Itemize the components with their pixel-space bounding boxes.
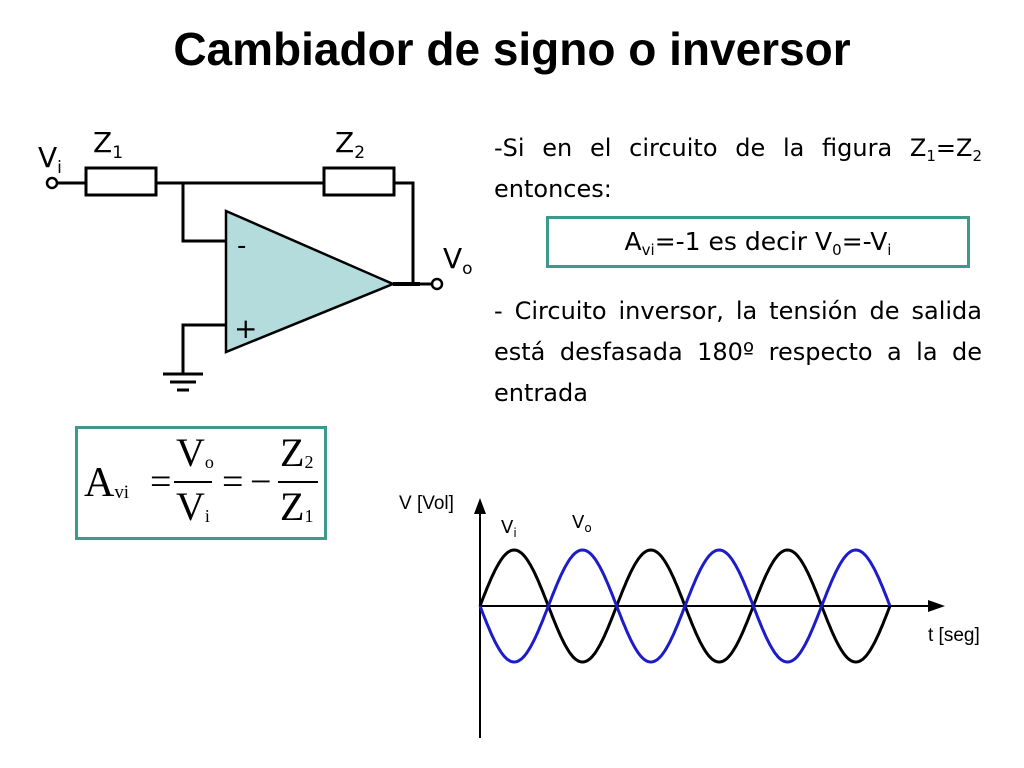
- x-axis-arrow: [928, 600, 945, 612]
- input-terminal: [45, 176, 59, 190]
- x-axis-label: t [seg]: [928, 625, 980, 646]
- page-title: Cambiador de signo o inversor: [173, 23, 851, 75]
- z1-label: Z1: [93, 126, 124, 164]
- formula-num1: Vo: [176, 430, 214, 475]
- formula-den1: Vi: [176, 484, 210, 529]
- paragraph-description: - Circuito inversor, la tensión de salid…: [494, 297, 982, 407]
- formula-equals-2: =: [222, 461, 244, 503]
- formula-den2: Z1: [280, 484, 314, 529]
- waveform-series-1: [478, 548, 892, 664]
- formula-equals-1: =: [150, 461, 172, 503]
- legend-vi: Vi: [501, 517, 517, 540]
- output-label: Vo: [443, 242, 473, 280]
- y-axis-label: V [Vol]: [399, 493, 454, 514]
- formula-minus: −: [250, 461, 272, 503]
- feedback-wire: [394, 181, 440, 286]
- fraction-bar-1: [174, 481, 212, 483]
- input-label: Vi: [38, 141, 62, 179]
- output-terminal: [430, 277, 444, 291]
- fraction-bar-2: [278, 481, 318, 483]
- inverting-sign: -: [237, 231, 247, 261]
- legend-vo: Vo: [572, 512, 592, 535]
- z1-resistor: [84, 166, 158, 197]
- paragraph-condition: -Si en el circuito de la figura Z1=Z2 en…: [494, 134, 982, 203]
- gain-result-box: Avi=-1 es decir V0=-Vi: [546, 216, 970, 268]
- gain-formula-box: Avi = Vo Vi = − Z2 Z1: [75, 426, 327, 540]
- z2-label: Z2: [335, 126, 366, 164]
- formula-lhs: Avi: [84, 460, 130, 506]
- formula-num2: Z2: [280, 430, 314, 475]
- y-axis-arrow: [474, 498, 486, 514]
- opamp-triangle: [224, 209, 397, 354]
- inverting-wire: [181, 183, 226, 243]
- noninverting-sign: +: [234, 312, 258, 345]
- noninverting-wire: [181, 323, 226, 374]
